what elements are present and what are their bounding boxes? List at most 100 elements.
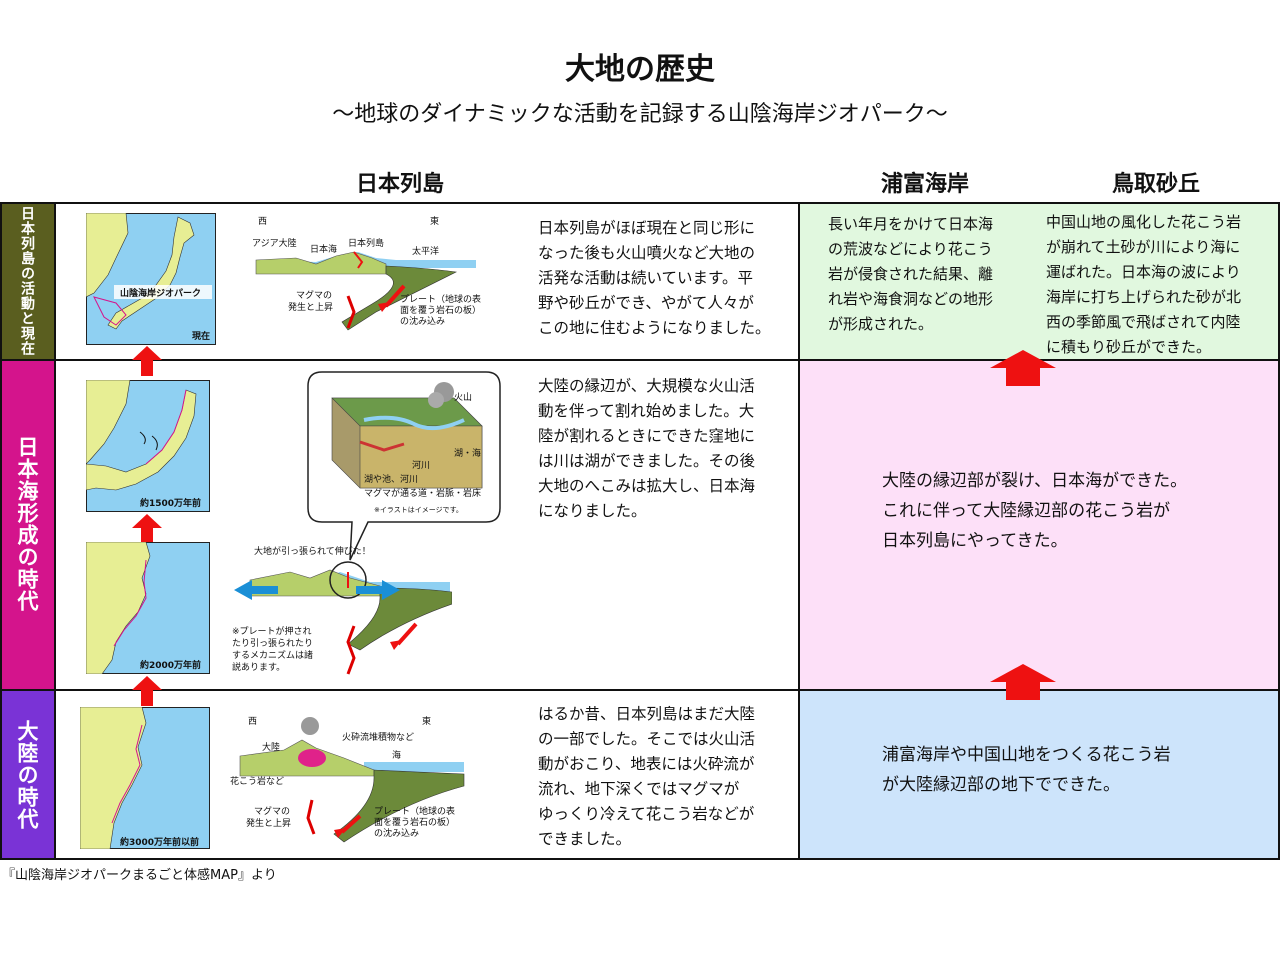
continent-result-panel (800, 689, 1278, 860)
magma-label: マグマの (296, 289, 332, 301)
label-pacific: 太平洋 (412, 245, 439, 257)
text-line: なった後も火山噴火など大地の (538, 244, 756, 262)
text-line: ゆっくり冷えて花こう岩などが (538, 805, 755, 823)
label-granite: 花こう岩など (230, 775, 284, 787)
present-description: 日本列島がほぼ現在と同じ形に なった後も火山噴火など大地の 活発な活動は続いてい… (538, 216, 788, 341)
up-arrow-icon (990, 350, 1056, 386)
text-line: が崩れて土砂が川により海に (1046, 238, 1241, 256)
text-line: 大陸の縁辺部が裂け、日本海ができた。 (882, 471, 1188, 491)
plate-label: 面を覆う岩石の板） (374, 816, 455, 828)
present-map-label: 山陰海岸ジオパーク (120, 287, 201, 299)
label-pyroclastic: 火砕流堆積物など (342, 731, 414, 743)
plate-label: 面を覆う岩石の板） (400, 304, 481, 316)
map-15ma: 約1500万年前 (86, 380, 210, 512)
bubble-label: マグマが通る道・岩脈・岩床 (364, 487, 481, 499)
page-title: 大地の歴史 (565, 52, 715, 87)
present-cross-section: 西 東 アジア大陸 日本海 日本列島 太平洋 マグマの 発生と上昇 プレート（地… (252, 215, 481, 331)
text-line: 大陸の縁辺が、大規模な火山活 (538, 377, 755, 395)
text-line: 野や砂丘ができ、やがて人々が (538, 294, 754, 312)
text-line: はるか昔、日本列島はまだ大陸 (538, 705, 756, 723)
bubble-label: 湖や池、河川 (364, 473, 418, 485)
text-line: 岩が侵食された結果、離 (828, 265, 994, 283)
bubble-label: 火山 (454, 392, 472, 403)
uradome-present-text: 長い年月をかけて日本海 の荒波などにより花こう 岩が侵食された結果、離 れ岩や海… (828, 212, 1028, 337)
column-divider (798, 202, 800, 860)
east-label: 東 (430, 215, 439, 227)
plate-label: の沈み込み (400, 315, 445, 327)
stretch-label: 大地が引っ張られて伸びた！ (254, 545, 371, 557)
text-line: 動を伴って割れ始めました。大 (538, 402, 755, 420)
tottori-present-text: 中国山地の風化した花こう岩 が崩れて土砂が川により海に 運ばれた。日本海の波によ… (1046, 210, 1276, 360)
sea-description: 大陸の縁辺が、大規模な火山活 動を伴って割れ始めました。大 陸が割れるときにでき… (538, 374, 788, 524)
text-line: 浦富海岸や中国山地をつくる花こう岩 (882, 745, 1171, 765)
label-sea: 海 (392, 749, 401, 761)
west-label: 西 (258, 216, 267, 227)
text-line: 日本列島にやってきた。 (882, 531, 1068, 551)
text-line: 大地のへこみは拡大し、日本海 (538, 477, 756, 495)
continent-cross-section: 西 東 火砕流堆積物など 大陸 海 花こう岩など マグマの 発生と上昇 プレート… (230, 715, 465, 843)
column-header-japan: 日本列島 (355, 172, 444, 197)
bubble-note: ※イラストはイメージです。 (374, 506, 463, 514)
text-line: 西の季節風で飛ばされて内陸 (1046, 313, 1241, 331)
east-label: 東 (422, 715, 431, 727)
label-japan: 日本列島 (348, 237, 384, 249)
row-label-continent: 大陸の時代 (0, 689, 56, 860)
column-header-uradome: 浦富海岸 (880, 172, 969, 197)
text-line: 説あります。 (232, 663, 286, 673)
up-arrow-icon (132, 346, 162, 376)
text-line: の荒波などにより花こう (828, 240, 993, 258)
text-line: 運ばれた。日本海の波により (1046, 263, 1241, 281)
magma-label: 発生と上昇 (246, 817, 291, 829)
text-line: これに伴って大陸縁辺部の花こう岩が (882, 501, 1171, 521)
continent-result-text: 浦富海岸や中国山地をつくる花こう岩 が大陸縁辺部の地下でできた。 (882, 740, 1262, 800)
up-arrow-icon (990, 664, 1056, 700)
bubble-label: 湖・海 (454, 447, 481, 459)
map-15ma-caption: 約1500万年前 (140, 497, 201, 509)
plate-label: プレート（地球の表 (374, 805, 455, 817)
text-line: の一部でした。そこでは火山活 (538, 730, 756, 748)
text-line: に積もり砂丘ができた。 (1046, 338, 1212, 356)
text-line: するメカニズムは諸 (232, 651, 314, 661)
west-label: 西 (248, 716, 257, 727)
text-line: 日本列島がほぼ現在と同じ形に (538, 219, 756, 237)
sea-result-panel (800, 359, 1278, 689)
text-line: この地に住むようになりました。 (538, 319, 771, 337)
magma-label: 発生と上昇 (288, 301, 333, 313)
map-30ma: 約3000万年前以前 (80, 707, 210, 849)
text-line: が形成された。 (828, 315, 934, 333)
map-30ma-caption: 約3000万年前以前 (120, 836, 199, 848)
up-arrow-icon (132, 676, 162, 706)
label-asia: アジア大陸 (252, 237, 297, 249)
text-line: 流れ、地下深くではマグマが (538, 780, 740, 798)
history-table: 日本列島の活動と現在 日本海形成の時代 大陸の時代 山陰海岸ジオパーク 現在 西… (0, 202, 1280, 860)
stretch-cross-section: 大地が引っ張られて伸びた！ (234, 545, 452, 675)
text-line: ※プレートが押され (232, 627, 312, 637)
text-line: れ岩や海食洞などの地形 (828, 290, 994, 308)
map-20ma: 約2000万年前 (86, 542, 210, 674)
present-map-caption: 現在 (192, 330, 210, 342)
sea-result-text: 大陸の縁辺部が裂け、日本海ができた。 これに伴って大陸縁辺部の花こう岩が 日本列… (882, 466, 1262, 556)
up-arrow-icon (132, 514, 162, 544)
column-header-tottori: 鳥取砂丘 (1111, 172, 1200, 197)
text-line: になりました。 (538, 502, 647, 520)
present-map: 山陰海岸ジオパーク 現在 (86, 213, 216, 345)
table-border (0, 202, 1280, 860)
text-line: 海岸に打ち上げられた砂が北 (1046, 288, 1242, 306)
plate-label: の沈み込み (374, 827, 419, 839)
magma-label: マグマの (254, 805, 290, 817)
text-line: 動がおこり、地表には火砕流が (538, 755, 755, 773)
plate-label: プレート（地球の表 (400, 293, 481, 305)
rift-block-bubble: 火山 湖・海 河川 湖や池、河川 マグマが通る道・岩脈・岩床 ※イラストはイメー… (307, 371, 501, 561)
page-subtitle: 〜地球のダイナミックな活動を記録する山陰海岸ジオパーク〜 (332, 102, 948, 127)
bubble-label: 河川 (412, 459, 430, 471)
row-label-sea: 日本海形成の時代 (0, 359, 56, 689)
row-label-present: 日本列島の活動と現在 (0, 202, 56, 359)
row-divider (0, 689, 1280, 691)
text-line: たり引っ張られたり (232, 639, 314, 649)
text-line: 中国山地の風化した花こう岩 (1046, 213, 1242, 231)
mechanism-note: ※プレートが押され たり引っ張られたり するメカニズムは諸 説あります。 (232, 626, 332, 674)
label-sea-of-japan: 日本海 (310, 243, 337, 255)
label-continent: 大陸 (262, 741, 280, 753)
continent-description: はるか昔、日本列島はまだ大陸 の一部でした。そこでは火山活 動がおこり、地表には… (538, 702, 788, 852)
text-line: できました。 (538, 830, 632, 848)
